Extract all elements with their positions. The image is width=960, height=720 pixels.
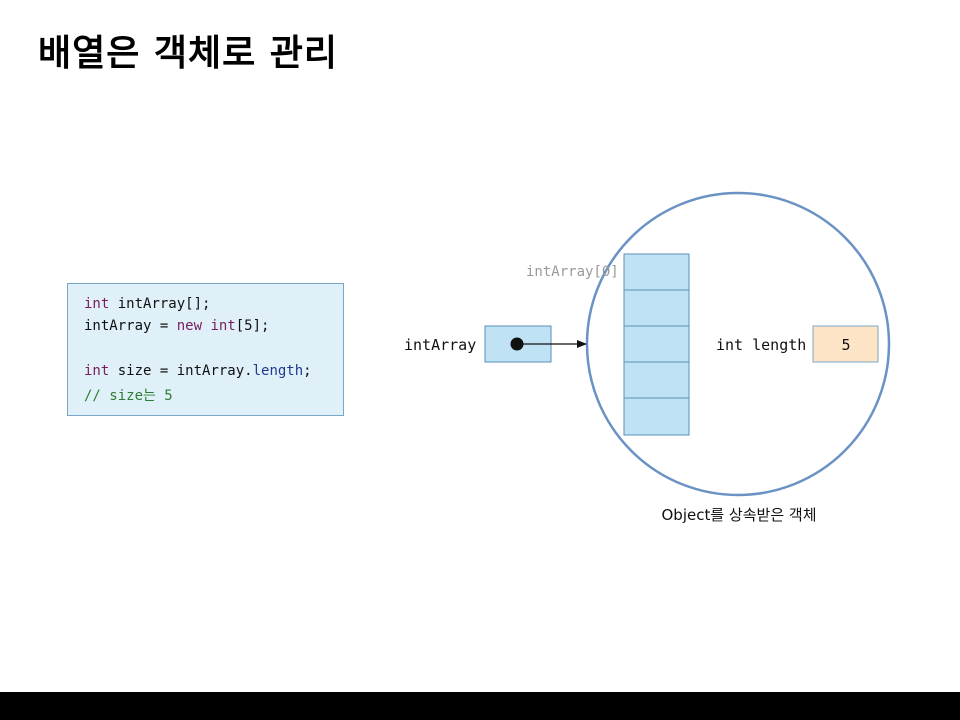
code-text: ; (303, 363, 312, 379)
bottom-bar (0, 692, 960, 720)
code-text: [5]; (235, 318, 270, 334)
code-line-2: intArray = new int[5]; (84, 318, 269, 334)
array-cell (623, 361, 690, 399)
array-cells (623, 253, 690, 436)
slide-title: 배열은 객체로 관리 (38, 33, 339, 74)
length-field-label: int length (716, 336, 806, 354)
code-text: intArray = (84, 318, 177, 334)
object-caption: Object를 상속받은 객체 (662, 506, 817, 524)
array-element-label: intArray[0] (526, 264, 619, 280)
code-snippet: int intArray[]; intArray = new int[5]; i… (67, 283, 344, 416)
array-cell (623, 289, 690, 327)
array-cell (623, 325, 690, 363)
reference-label: intArray (404, 336, 476, 354)
code-text: intArray[]; (109, 296, 211, 312)
code-line-3: int size = intArray.length; (84, 363, 312, 379)
code-text: size = intArray. (109, 363, 253, 379)
keyword-int: int (84, 363, 110, 379)
keyword-int: int (84, 296, 110, 312)
code-line-1: int intArray[]; (84, 296, 210, 312)
length-value: 5 (841, 336, 850, 354)
object-circle (585, 191, 891, 497)
keyword-int: int (210, 318, 236, 334)
array-cell (623, 397, 690, 436)
length-field: length (252, 363, 304, 379)
array-cell (623, 253, 690, 291)
keyword-new: new (176, 318, 203, 334)
code-comment: // size는 5 (84, 388, 173, 404)
length-value-box (812, 325, 879, 363)
